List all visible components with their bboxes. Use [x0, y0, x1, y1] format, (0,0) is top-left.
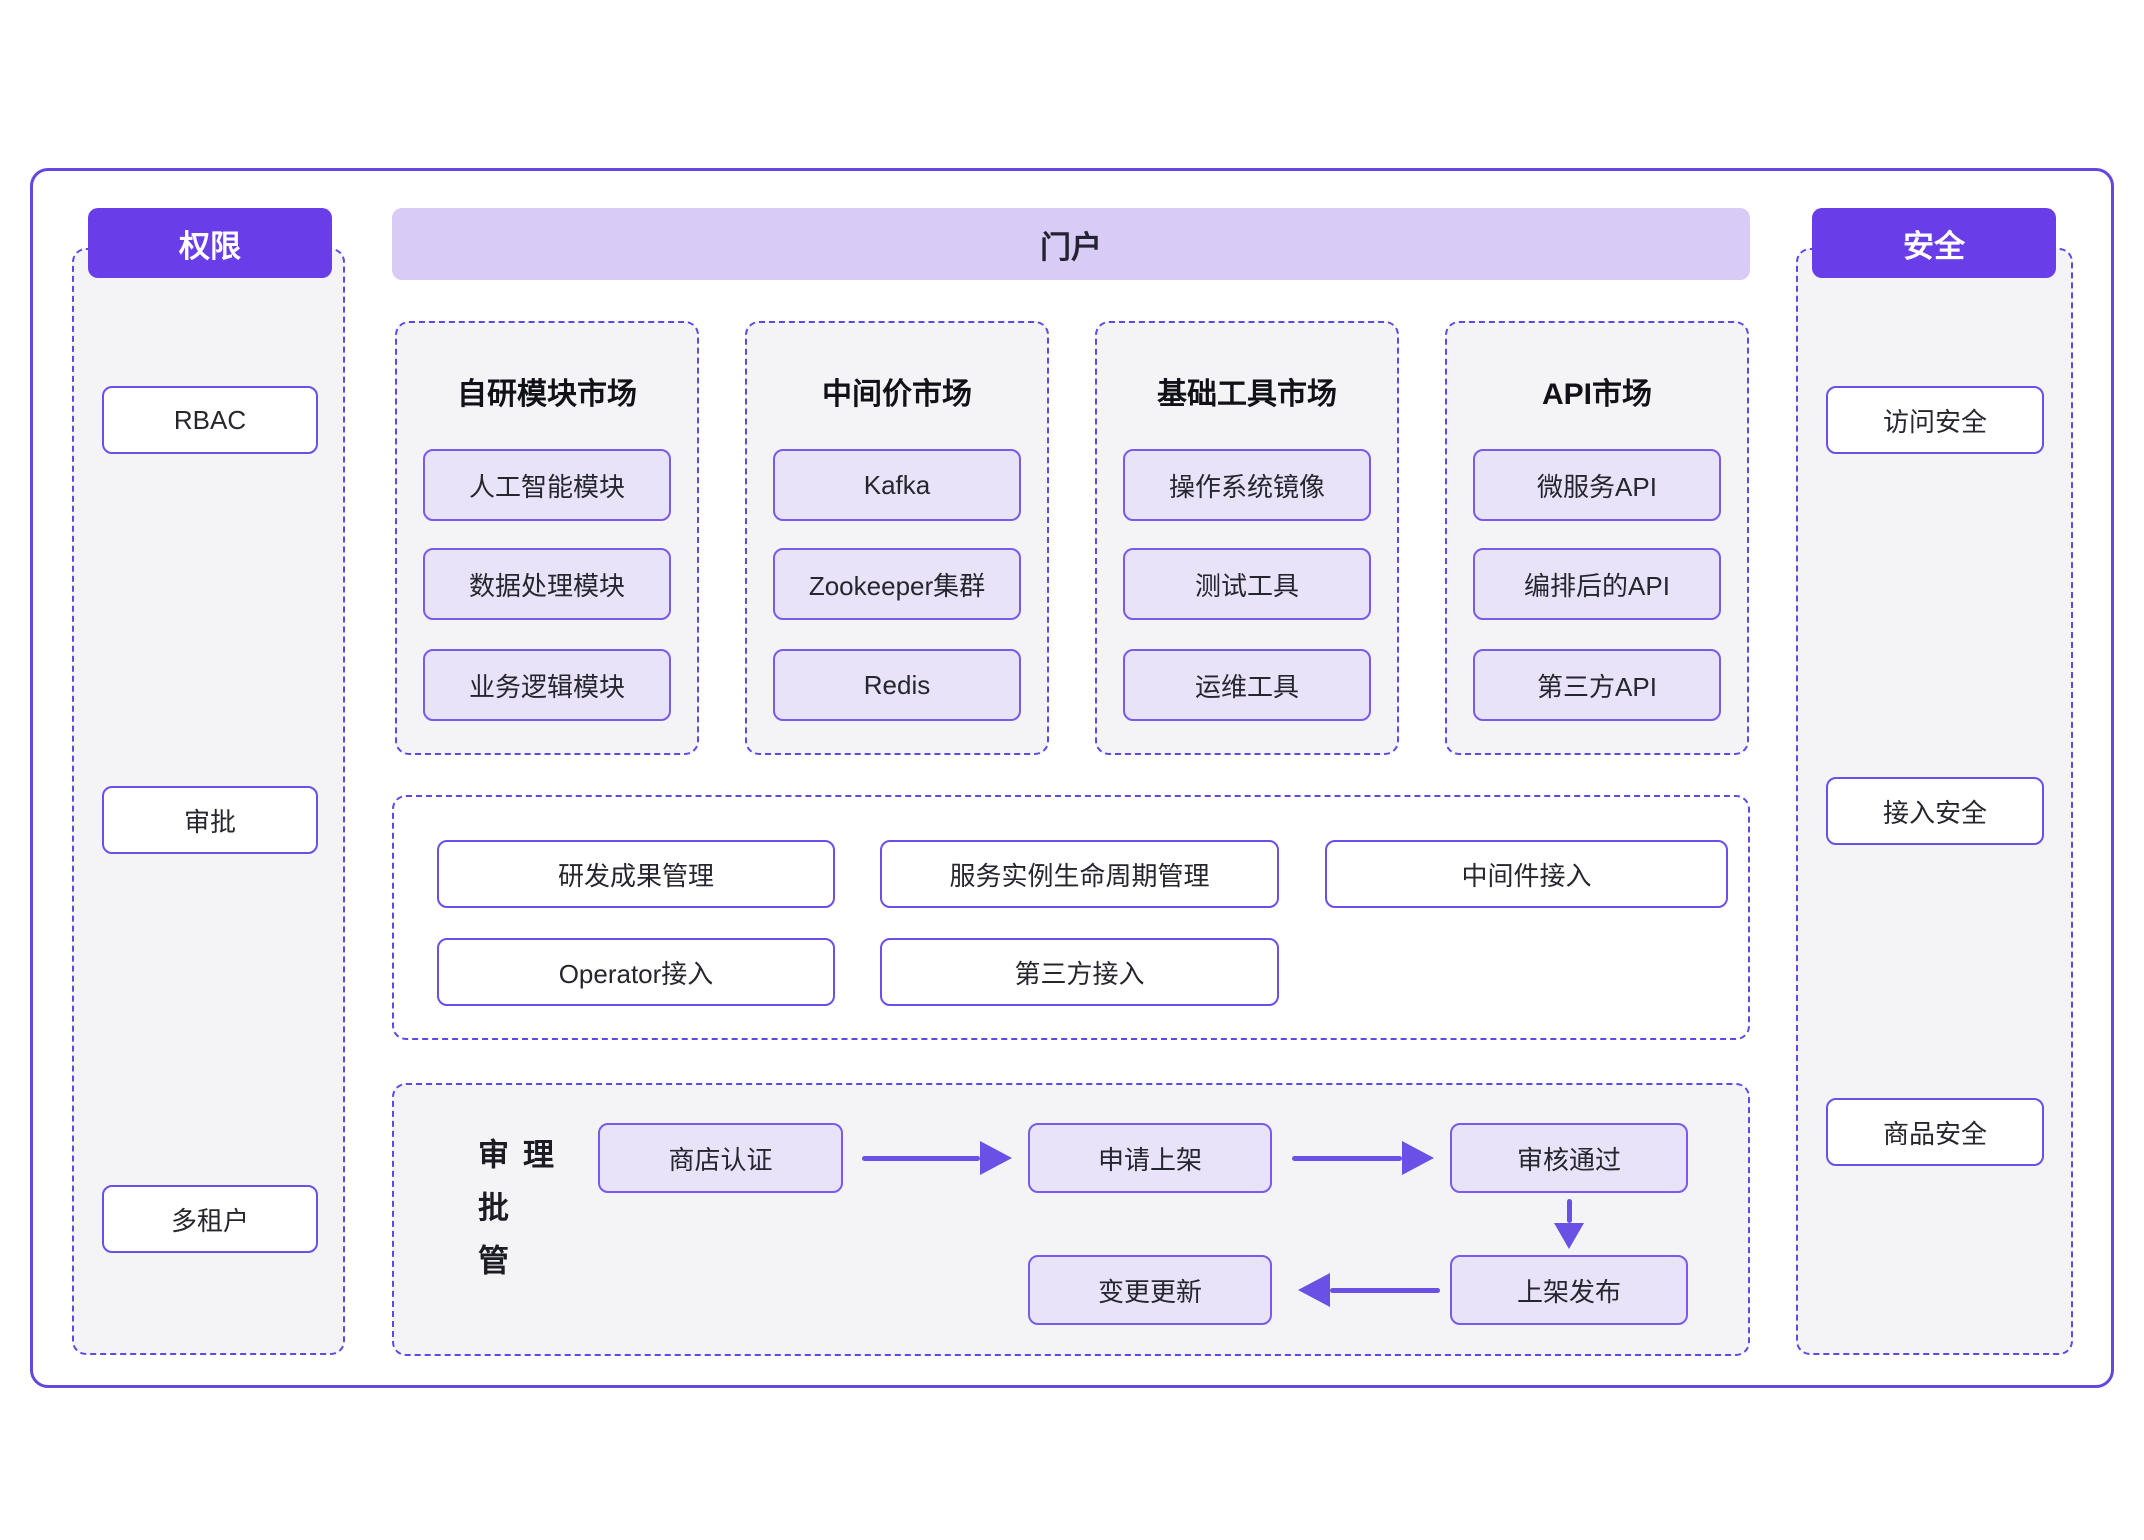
node-middleware-access: 中间件接入 [1325, 840, 1728, 908]
node-redis: Redis [773, 649, 1021, 721]
permissions-header: 权限 [88, 208, 332, 278]
market-middleware: 中间价市场 Kafka Zookeeper集群 Redis [745, 321, 1049, 755]
arrow-line [1330, 1287, 1440, 1293]
market-self-modules: 自研模块市场 人工智能模块 数据处理模块 业务逻辑模块 [395, 321, 699, 755]
node-ai-module: 人工智能模块 [423, 449, 671, 521]
arrow-review-to-publish [1554, 1199, 1584, 1249]
arrow-head-right-icon [1402, 1141, 1434, 1175]
node-thirdparty-api: 第三方API [1473, 649, 1721, 721]
node-apply-listing: 申请上架 [1028, 1123, 1272, 1193]
node-operator-access: Operator接入 [437, 938, 835, 1006]
node-review-approved: 审核通过 [1450, 1123, 1688, 1193]
arrow-line [862, 1155, 980, 1161]
market-title: 基础工具市场 [1157, 378, 1337, 411]
node-orchestrated-api: 编排后的API [1473, 548, 1721, 620]
node-os-image: 操作系统镜像 [1123, 449, 1371, 521]
node-zookeeper: Zookeeper集群 [773, 548, 1021, 620]
arrow-certification-to-apply [862, 1141, 1012, 1175]
node-service-lifecycle-mgmt: 服务实例生命周期管理 [880, 840, 1279, 908]
node-store-certification: 商店认证 [598, 1123, 843, 1193]
market-title: 自研模块市场 [457, 378, 637, 411]
node-multi-tenant: 多租户 [102, 1185, 318, 1253]
arrow-head-down-icon [1554, 1223, 1584, 1249]
market-title: API市场 [1541, 378, 1652, 411]
node-access-security: 访问安全 [1826, 386, 2044, 454]
node-data-module: 数据处理模块 [423, 548, 671, 620]
node-business-module: 业务逻辑模块 [423, 649, 671, 721]
market-title: 中间价市场 [822, 378, 972, 411]
node-thirdparty-access: 第三方接入 [880, 938, 1279, 1006]
portal-header: 门户 [392, 208, 1750, 280]
arrow-head-left-icon [1298, 1273, 1330, 1307]
approval-section-label: 审批管理 [473, 1138, 553, 1297]
market-basic-tools: 基础工具市场 操作系统镜像 测试工具 运维工具 [1095, 321, 1399, 755]
arrow-publish-to-update [1298, 1273, 1440, 1307]
node-product-security: 商品安全 [1826, 1098, 2044, 1166]
node-test-tools: 测试工具 [1123, 548, 1371, 620]
node-change-update: 变更更新 [1028, 1255, 1272, 1325]
market-api: API市场 微服务API 编排后的API 第三方API [1445, 321, 1749, 755]
node-ops-tools: 运维工具 [1123, 649, 1371, 721]
arrow-line [1292, 1155, 1402, 1161]
arrow-line [1566, 1199, 1572, 1223]
node-integration-security: 接入安全 [1826, 777, 2044, 845]
security-header: 安全 [1812, 208, 2056, 278]
node-rbac: RBAC [102, 386, 318, 454]
arrow-head-right-icon [980, 1141, 1012, 1175]
node-microservice-api: 微服务API [1473, 449, 1721, 521]
node-rd-results-mgmt: 研发成果管理 [437, 840, 835, 908]
node-kafka: Kafka [773, 449, 1021, 521]
arrow-apply-to-review [1292, 1141, 1434, 1175]
node-approval: 审批 [102, 786, 318, 854]
node-publish-listing: 上架发布 [1450, 1255, 1688, 1325]
